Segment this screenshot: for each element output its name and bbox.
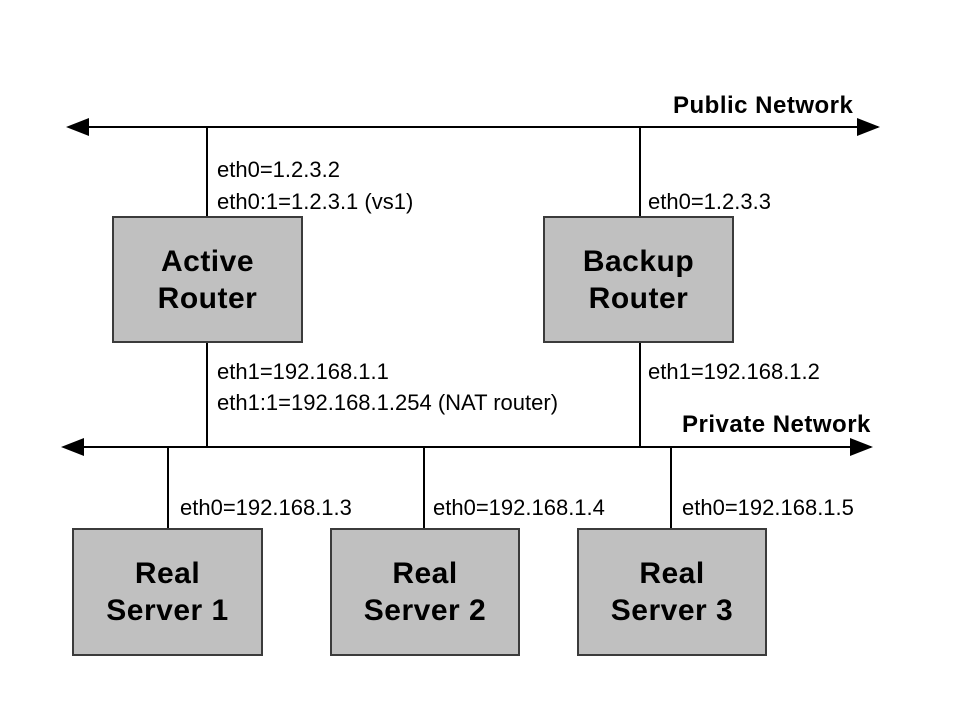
real-server-1-node-label: Real Server 1 — [106, 555, 228, 629]
real-server-3-eth0-label: eth0=192.168.1.5 — [682, 495, 854, 520]
public-network-line — [70, 126, 878, 128]
active-router-node: Active Router — [112, 216, 303, 343]
real-server-1-name-line1: Real — [134, 557, 201, 590]
public-network-left-arrow-icon — [66, 118, 89, 136]
connector-public-to-active-router — [206, 127, 208, 217]
connector-private-to-real-server-3 — [670, 447, 672, 528]
private-network-left-arrow-icon — [61, 438, 84, 456]
public-network-label: Public Network — [673, 92, 854, 119]
connector-backup-router-to-private — [639, 343, 641, 448]
active-router-name-line1: Active — [160, 244, 255, 278]
private-network-line — [65, 446, 871, 448]
real-server-2-name-line2: Server 2 — [363, 594, 487, 627]
real-server-2-name-line1: Real — [392, 557, 458, 590]
real-server-3-name-line1: Real — [639, 557, 705, 590]
active-router-node-label: Active Router — [158, 243, 258, 317]
backup-router-eth0-label: eth0=1.2.3.3 — [648, 189, 771, 214]
connector-active-router-to-private — [206, 343, 208, 448]
connector-private-to-real-server-2 — [423, 447, 425, 528]
real-server-3-name-line2: Server 3 — [610, 594, 734, 627]
real-server-3-node-label: Real Server 3 — [611, 555, 733, 629]
backup-router-node: Backup Router — [543, 216, 734, 343]
public-network-right-arrow-icon — [857, 118, 880, 136]
real-server-3-node: Real Server 3 — [577, 528, 767, 656]
backup-router-node-label: Backup Router — [583, 243, 694, 317]
active-router-eth0-alias-label: eth0:1=1.2.3.1 (vs1) — [217, 189, 414, 214]
real-server-1-eth0-label: eth0=192.168.1.3 — [180, 495, 352, 520]
backup-router-eth1-label: eth1=192.168.1.2 — [648, 359, 820, 384]
active-router-eth0-label: eth0=1.2.3.2 — [217, 157, 340, 182]
private-network-right-arrow-icon — [850, 438, 873, 456]
real-server-1-node: Real Server 1 — [72, 528, 263, 656]
active-router-eth1-label: eth1=192.168.1.1 — [217, 359, 389, 384]
real-server-2-eth0-label: eth0=192.168.1.4 — [433, 495, 605, 520]
private-network-label: Private Network — [682, 411, 871, 438]
active-router-eth1-alias-label: eth1:1=192.168.1.254 (NAT router) — [217, 390, 559, 415]
real-server-2-node: Real Server 2 — [330, 528, 520, 656]
active-router-name-line2: Router — [157, 281, 258, 315]
backup-router-name-line2: Router — [588, 281, 689, 315]
connector-private-to-real-server-1 — [167, 447, 169, 528]
real-server-2-node-label: Real Server 2 — [364, 555, 486, 629]
backup-router-name-line1: Backup — [582, 244, 695, 278]
real-server-1-name-line2: Server 1 — [106, 594, 229, 627]
connector-public-to-backup-router — [639, 127, 641, 217]
